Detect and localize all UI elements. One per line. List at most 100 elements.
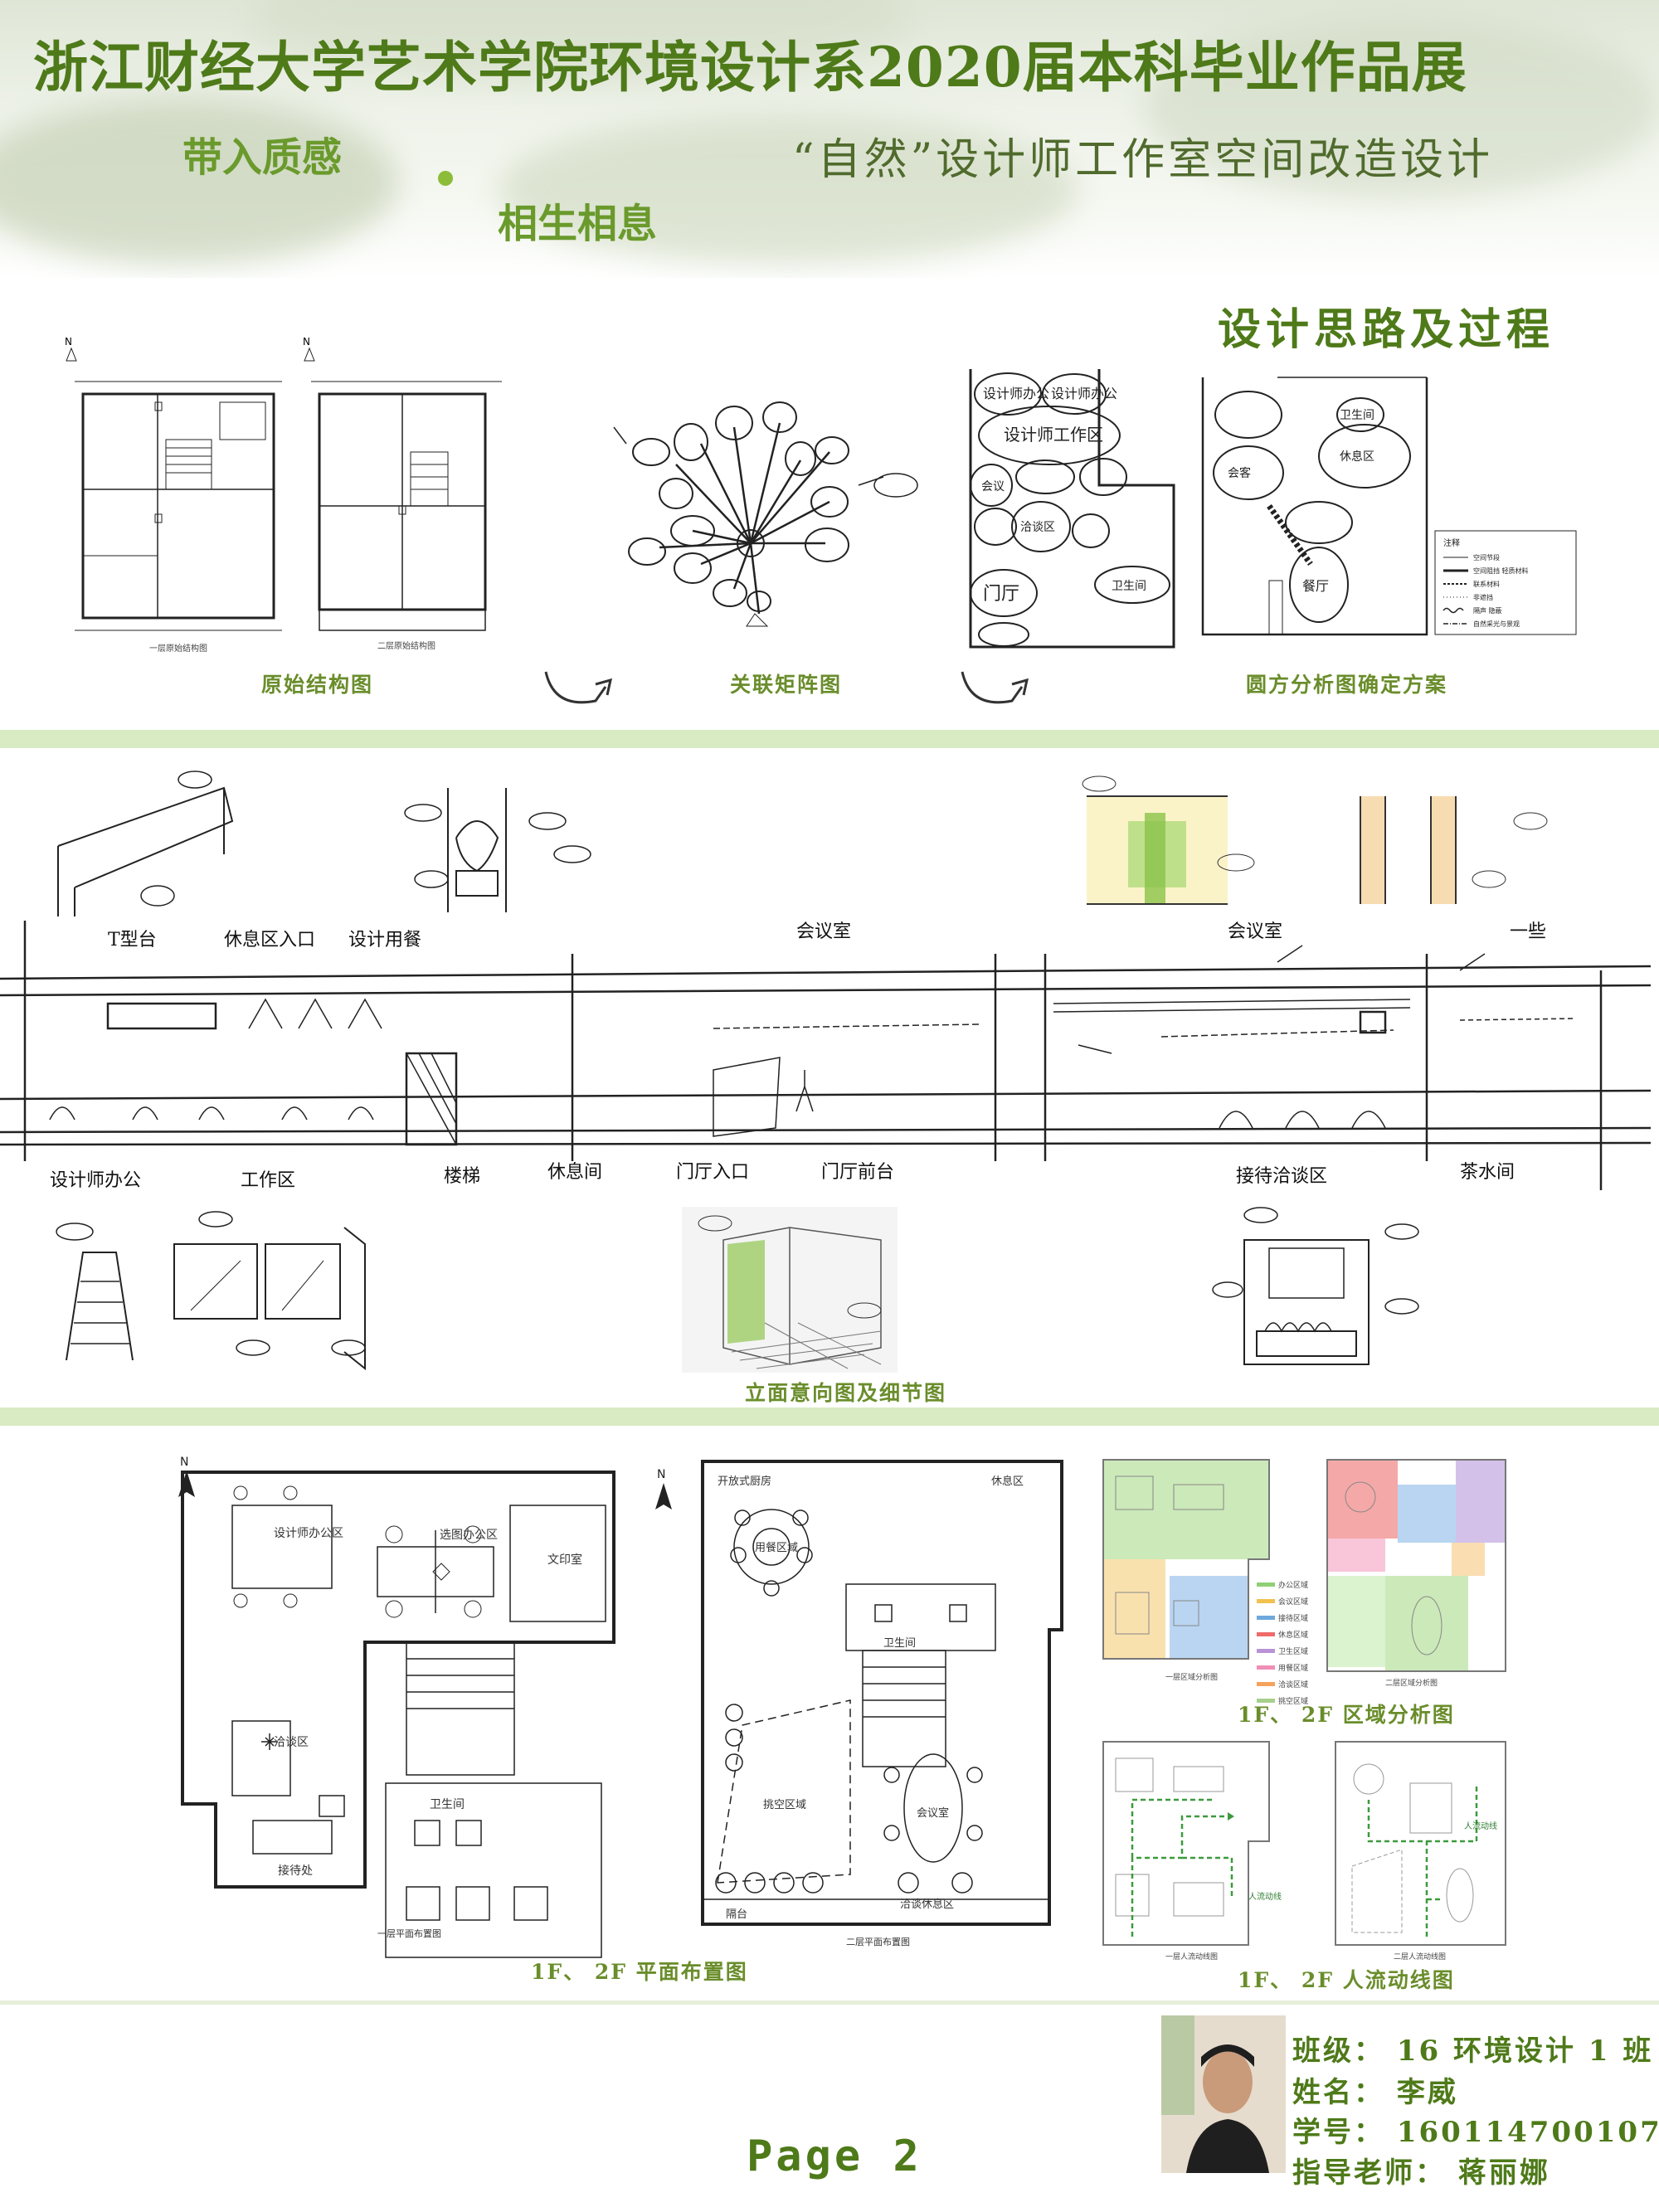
caption-original-structure: 原始结构图 xyxy=(261,673,374,697)
bubble-label-lounge: 休息区 xyxy=(1340,450,1374,464)
zone-legend-label: 休息区域 xyxy=(1278,1631,1309,1640)
tagline-left: 带入质感 xyxy=(182,134,343,181)
bubble-label-dining: 餐厅 xyxy=(1302,578,1329,594)
section-label-foyer-entry: 门厅入口 xyxy=(676,1162,749,1183)
bubble-label-workspace: 设计师工作区 xyxy=(1004,425,1103,445)
caption-association-matrix: 关联矩阵图 xyxy=(730,673,843,697)
plan-2f-caption: 二层原始结构图 xyxy=(377,640,435,651)
student-photo-avatar xyxy=(1161,2015,1286,2173)
caption-elevation-details: 立面意向图及细节图 xyxy=(745,1381,947,1405)
legend-item-4: 非遮挡 xyxy=(1473,593,1493,601)
detail-sketch-lounge-seat xyxy=(1212,1207,1419,1365)
association-matrix-sketch xyxy=(613,401,918,627)
room-designer-office: 设计师办公区 xyxy=(274,1527,343,1540)
plan-1f-title: 一层平面布置图 xyxy=(377,1928,441,1939)
flow-label-2f: 人流动线 xyxy=(1464,1821,1497,1831)
detail-sketch-stair-partitions xyxy=(56,1211,366,1371)
flow-plan-1f-caption: 一层人流动线图 xyxy=(1165,1952,1218,1962)
caption-bubble-analysis: 圆方分析图确定方案 xyxy=(1246,673,1448,697)
room-meeting: 会议室 xyxy=(917,1806,949,1820)
zone-legend: 办公区域会议区域接待区域休息区域卫生区域用餐区域洽谈区域挑空区域 xyxy=(1257,1576,1323,1717)
zone-swatch xyxy=(1257,1648,1275,1653)
legend-title: 注释 xyxy=(1443,537,1460,548)
room-dining-area: 用餐区域 xyxy=(755,1541,798,1554)
flow-plan-2f: 人流动线 二层人流动线图 xyxy=(1335,1741,1506,1962)
zone-legend-item: 挑空区域 xyxy=(1257,1692,1323,1709)
legend-item-5: 隔声 隐蔽 xyxy=(1473,606,1502,615)
bubble-label-reception: 会客 xyxy=(1228,466,1251,480)
page-number: Page 2 xyxy=(747,2132,922,2181)
north-arrow-icon: N xyxy=(655,1468,672,1510)
detail-sketch-stair-ramp xyxy=(57,771,234,916)
zone-swatch xyxy=(1257,1665,1275,1670)
zone-legend-item: 用餐区域 xyxy=(1257,1659,1323,1675)
zone-plan-2f-caption: 二层区域分析图 xyxy=(1385,1678,1438,1688)
section-divider-3 xyxy=(0,2001,1659,2005)
svg-text:N: N xyxy=(303,336,310,348)
zone-plan-1f: 一层区域分析图 xyxy=(1102,1459,1270,1682)
section-label-meeting-room-2: 会议室 xyxy=(1228,921,1282,942)
section-label-lounge-entry: 休息区入口 xyxy=(224,930,315,950)
room-print: 文印室 xyxy=(547,1553,582,1567)
caption-flow-analysis: 1F、 2F 人流动线图 xyxy=(1238,1968,1455,1992)
bubble-label-restroom-1: 卫生间 xyxy=(1112,580,1146,593)
section-label-rest-room: 休息间 xyxy=(547,1162,602,1183)
legend-item-3: 联系材料 xyxy=(1473,580,1500,588)
tagline-right: 相生相息 xyxy=(498,201,658,247)
room-open-kitchen: 开放式厨房 xyxy=(718,1475,771,1488)
section-label-some: 一些 xyxy=(1510,921,1546,942)
elevation-intention-sketch xyxy=(682,1207,898,1373)
zone-legend-label: 办公区域 xyxy=(1278,1581,1309,1590)
original-plan-1f-drawing: N 一层原始结构图 xyxy=(65,336,282,654)
section-divider-2 xyxy=(0,1407,1659,1426)
section-label-tea-room: 茶水间 xyxy=(1460,1162,1515,1183)
zone-legend-item: 卫生区域 xyxy=(1257,1642,1323,1659)
north-arrow-icon: N xyxy=(178,1456,195,1497)
bubble-label-meeting: 会议 xyxy=(981,480,1005,493)
caption-plan-layout: 1F、 2F 平面布置图 xyxy=(531,1960,748,1984)
zone-legend-item: 洽谈区域 xyxy=(1257,1675,1323,1692)
arrow-next-icon xyxy=(961,671,1029,704)
bubble-label-restroom-2: 卫生间 xyxy=(1340,409,1374,422)
room-restroom-2f: 卫生间 xyxy=(883,1637,916,1650)
legend-item-6: 自然采光与景观 xyxy=(1473,620,1520,628)
section-label-t-stage: T型台 xyxy=(108,930,157,950)
detail-sketch-partition xyxy=(1360,796,1548,904)
bubble-analysis-sketch-b: 卫生间 休息区 会客 餐厅 注释 空间节段 空间阻挡 轻质材料 联系材料 非遮挡… xyxy=(1201,377,1577,636)
project-subtitle: “自然”设计师工作室空间改造设计 xyxy=(792,135,1494,185)
room-lounge-2f: 休息区 xyxy=(991,1475,1024,1488)
bubble-analysis-sketch-a: 设计师办公 设计师办公 设计师工作区 会议 洽谈区 门厅 卫生间 xyxy=(969,369,1175,649)
zone-legend-label: 洽谈区域 xyxy=(1278,1680,1309,1689)
zone-swatch xyxy=(1257,1598,1275,1603)
legend-item-2: 空间阻挡 轻质材料 xyxy=(1473,566,1529,575)
arrow-next-icon xyxy=(544,671,613,704)
section-title-design-process: 设计思路及过程 xyxy=(1218,304,1555,355)
room-negotiation: 洽谈区 xyxy=(274,1736,309,1749)
svg-text:N: N xyxy=(180,1456,188,1469)
zone-swatch xyxy=(1257,1698,1275,1703)
section-label-designer-office: 设计师办公 xyxy=(50,1170,141,1191)
zone-legend-label: 卫生区域 xyxy=(1278,1647,1309,1656)
zone-swatch xyxy=(1257,1615,1275,1620)
zone-swatch xyxy=(1257,1582,1275,1587)
flow-plan-1f: 人流动线 一层人流动线图 xyxy=(1102,1741,1282,1962)
zone-swatch xyxy=(1257,1631,1275,1636)
room-void: 挑空区域 xyxy=(763,1799,806,1811)
section-label-workspace: 工作区 xyxy=(241,1170,295,1191)
svg-text:N: N xyxy=(65,336,72,348)
plan-2f-title: 二层平面布置图 xyxy=(846,1937,910,1947)
zone-legend-label: 会议区域 xyxy=(1278,1597,1309,1607)
student-name: 姓名： 李威 xyxy=(1292,2076,1458,2109)
caption-zone-analysis: 1F、 2F 区域分析图 xyxy=(1238,1703,1455,1727)
room-reception: 接待处 xyxy=(278,1864,313,1878)
room-negotiation-lounge: 洽谈休息区 xyxy=(900,1898,954,1911)
zone-legend-label: 挑空区域 xyxy=(1278,1697,1309,1706)
advisor-name: 指导老师： 蒋丽娜 xyxy=(1292,2156,1550,2190)
flow-label-1f: 人流动线 xyxy=(1248,1891,1282,1902)
detail-sketch-green-wall xyxy=(1082,775,1255,905)
bubble-label-designer-office-2: 设计师办公 xyxy=(1051,386,1117,401)
student-id: 学号： 160114700107 xyxy=(1292,2116,1659,2149)
section-label-meeting-room-1: 会议室 xyxy=(796,921,851,942)
zone-legend-item: 休息区域 xyxy=(1257,1626,1323,1642)
section-label-foyer-desk: 门厅前台 xyxy=(821,1162,894,1183)
